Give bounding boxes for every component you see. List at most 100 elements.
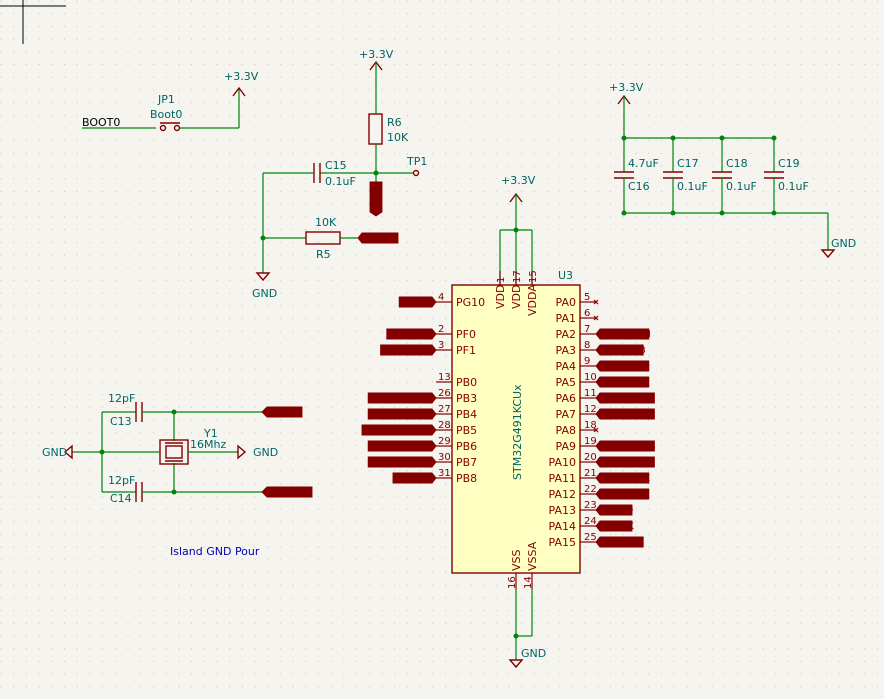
- c16-value: 4.7uF: [628, 157, 659, 170]
- pin-number: 24: [584, 516, 597, 527]
- gnd-symbol-reset[interactable]: GND: [252, 272, 277, 300]
- pin-number: 4: [438, 292, 444, 303]
- global-label-text: SPI1_MOSI: [602, 410, 649, 420]
- global-label-text: SWDIO: [602, 506, 633, 516]
- global-label: [595, 456, 655, 468]
- c13-ref: C13: [110, 415, 132, 428]
- pin-number: 22: [584, 484, 597, 495]
- jumper-jp1[interactable]: BOOT0 JP1 Boot0: [82, 88, 240, 132]
- jp1-ref: JP1: [157, 93, 175, 106]
- pin-name: VSSA: [526, 541, 539, 571]
- global-label-text: OSC_IN: [390, 330, 423, 340]
- global-label-text: CAN_TERM: [602, 330, 651, 340]
- osc-out-global-label[interactable]: OSC_OUT: [261, 486, 313, 498]
- pin-name: PA3: [556, 344, 576, 357]
- gnd-symbol-left[interactable]: GND: [42, 444, 73, 460]
- pin-number: 5: [584, 292, 590, 303]
- pin-name: PA9: [556, 440, 576, 453]
- gnd-symbol-decoupling[interactable]: GND: [820, 237, 856, 259]
- global-label: [367, 440, 437, 452]
- pin-name: PB3: [456, 392, 477, 405]
- global-label-text: USART2_TX: [371, 394, 423, 404]
- pin-name: PB5: [456, 424, 477, 437]
- pin-name: PA6: [556, 392, 576, 405]
- capacitor-c14[interactable]: 12pF C14: [108, 474, 143, 505]
- pin-number: 13: [438, 372, 451, 383]
- c14-ref: C14: [110, 492, 132, 505]
- gnd-symbol-mcu[interactable]: GND: [508, 647, 546, 669]
- nrst-label-vertical[interactable]: NRST: [369, 173, 383, 217]
- gnd-label: GND: [253, 446, 278, 459]
- r6-ref: R6: [387, 116, 402, 129]
- pin-name: PA15: [549, 536, 576, 549]
- pin-name: PA11: [549, 472, 576, 485]
- pin-name: PB4: [456, 408, 477, 421]
- pin-number: 18: [584, 420, 597, 431]
- global-label-text: USART1_RX: [371, 458, 423, 468]
- gnd-symbol-crystal[interactable]: GND: [237, 444, 278, 460]
- pin-name: PF1: [456, 344, 476, 357]
- c13-value: 12pF: [108, 392, 135, 405]
- osc-in-global-label[interactable]: OSC_IN: [261, 406, 303, 418]
- global-label-text: CAN_SILENT: [365, 426, 420, 436]
- pin-name: PG10: [456, 296, 485, 309]
- pin-number: 23: [584, 500, 597, 511]
- jp1-value: Boot0: [150, 108, 182, 121]
- power-label: +3.3V: [501, 174, 536, 187]
- pin-name: PA2: [556, 328, 576, 341]
- capacitor-c15[interactable]: C15 0.1uF: [313, 159, 376, 188]
- gnd-label: GND: [831, 237, 856, 250]
- power-3v3-jp1[interactable]: +3.3V: [224, 70, 259, 97]
- pin-number: 15: [528, 270, 539, 283]
- boot0-global-label-r5[interactable]: BOOT0: [357, 232, 399, 244]
- pin-number: 29: [438, 436, 451, 447]
- crystal-y1[interactable]: Y1 16Mhz: [155, 412, 238, 492]
- global-label: [398, 296, 437, 308]
- mcu-u3[interactable]: U3 STM32G491KCUx 1VDD17VDD15VDDA16VSS14V…: [361, 269, 656, 589]
- resistor-r6[interactable]: R6 10K: [368, 113, 409, 145]
- pin-number: 3: [438, 340, 444, 351]
- pin-number: 20: [584, 452, 597, 463]
- resistor-r5[interactable]: 10K R5: [263, 216, 358, 261]
- power-label: +3.3V: [359, 48, 394, 61]
- pin-number: 21: [584, 468, 597, 479]
- test-point-tp1[interactable]: TP1: [406, 155, 427, 177]
- pin-name: PA5: [556, 376, 576, 389]
